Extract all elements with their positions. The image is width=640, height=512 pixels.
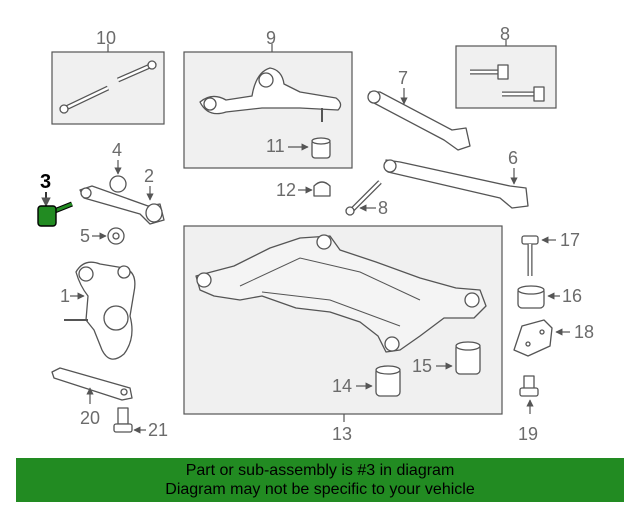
part-21-bolt-icon <box>113 407 133 433</box>
part-16-bushing-icon <box>517 285 545 309</box>
callout-18: 18 <box>574 322 594 342</box>
toe-link-icon <box>79 185 165 225</box>
part-9-group[interactable]: 9 11 <box>183 28 353 169</box>
callout-15: 15 <box>412 356 432 376</box>
part-15-bushing-icon <box>455 341 481 375</box>
knuckle-icon <box>64 261 136 360</box>
part-8-group[interactable]: 8 <box>455 24 557 109</box>
callout-16: 16 <box>562 286 582 306</box>
callout-5: 5 <box>80 226 90 246</box>
part-5-group[interactable]: 5 <box>80 226 125 246</box>
part-3-group[interactable]: 3 <box>37 171 73 227</box>
callout-12: 12 <box>276 180 296 200</box>
part-20-group[interactable]: 20 <box>51 367 133 428</box>
part-17-group[interactable]: 17 <box>521 230 580 276</box>
part-19-group[interactable]: 19 <box>518 375 539 444</box>
part-17-bolt-icon <box>521 235 539 276</box>
callout-19: 19 <box>518 424 538 444</box>
callout-8-middle: 8 <box>378 198 388 218</box>
callout-21: 21 <box>148 420 168 440</box>
part-12-mount-icon <box>313 181 331 197</box>
callout-10: 10 <box>96 28 116 48</box>
lateral-link-icon <box>367 90 471 151</box>
part-3-cam-bolt-icon <box>37 201 73 227</box>
callout-1: 1 <box>60 286 70 306</box>
subframe-icon <box>195 234 487 353</box>
part-18-group[interactable]: 18 <box>513 319 594 357</box>
part-6-group[interactable]: 6 <box>383 148 529 209</box>
callout-13: 13 <box>332 424 352 444</box>
part-20-bracket-icon <box>51 367 133 401</box>
part-1-group[interactable]: 1 <box>60 261 136 360</box>
part-12-group[interactable]: 12 <box>276 180 331 200</box>
part-4-washer-icon <box>109 175 127 193</box>
part-8-long-bolt-icon <box>345 180 382 216</box>
part-7-group[interactable]: 7 <box>367 68 471 151</box>
part-16-group[interactable]: 16 <box>517 285 582 309</box>
callout-7: 7 <box>398 68 408 88</box>
parts-diagram: 10 9 11 8 <box>37 24 594 444</box>
callout-20: 20 <box>80 408 100 428</box>
part-8-bolt-group[interactable]: 8 <box>345 180 388 218</box>
callout-17: 17 <box>560 230 580 250</box>
callout-2: 2 <box>144 166 154 186</box>
callout-9: 9 <box>266 28 276 48</box>
info-banner: Part or sub-assembly is #3 in diagram Di… <box>16 458 624 502</box>
callout-11: 11 <box>266 136 285 156</box>
part-10-bolt-icon <box>59 60 157 114</box>
part-11-bushing-icon <box>311 137 331 159</box>
banner-line-1: Part or sub-assembly is #3 in diagram <box>185 462 455 479</box>
callout-3: 3 <box>40 171 51 193</box>
upper-control-arm-icon <box>199 67 342 122</box>
part-10-group[interactable]: 10 <box>51 28 165 125</box>
part-2-group[interactable]: 2 <box>79 166 165 225</box>
banner-line-2: Diagram may not be specific to your vehi… <box>165 481 475 498</box>
part-5-washer-icon <box>107 227 125 245</box>
part-21-group[interactable]: 21 <box>113 407 168 440</box>
part-8-bolt-icon <box>470 64 545 102</box>
callout-8-top: 8 <box>500 24 510 44</box>
part-18-bracket-icon <box>513 319 553 357</box>
part-19-bolt-icon <box>519 375 539 397</box>
trailing-link-icon <box>383 159 529 209</box>
callout-14: 14 <box>332 376 352 396</box>
callout-4: 4 <box>112 140 122 160</box>
part-13-group[interactable]: 13 14 15 <box>183 225 503 444</box>
part-4-group[interactable]: 4 <box>109 140 127 193</box>
callout-6: 6 <box>508 148 518 168</box>
part-14-bushing-icon <box>375 365 401 397</box>
